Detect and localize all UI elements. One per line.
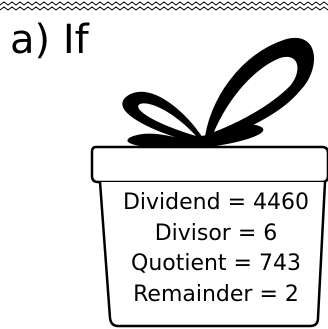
remainder-line: Remainder = 2 bbox=[133, 281, 299, 307]
gift-lid bbox=[90, 145, 328, 184]
divisor-line: Divisor = 6 bbox=[154, 220, 278, 246]
dividend-line: Dividend = 4460 bbox=[122, 190, 309, 215]
ribbon-bow-icon bbox=[122, 37, 314, 151]
quotient-line: Quotient = 743 bbox=[131, 251, 301, 276]
zigzag-border bbox=[0, 1, 328, 11]
gift-card-text: Dividend = 4460 Divisor = 6 Quotient = 7… bbox=[112, 188, 320, 310]
gift-body bbox=[98, 181, 327, 328]
page-title: a) If bbox=[10, 17, 89, 63]
